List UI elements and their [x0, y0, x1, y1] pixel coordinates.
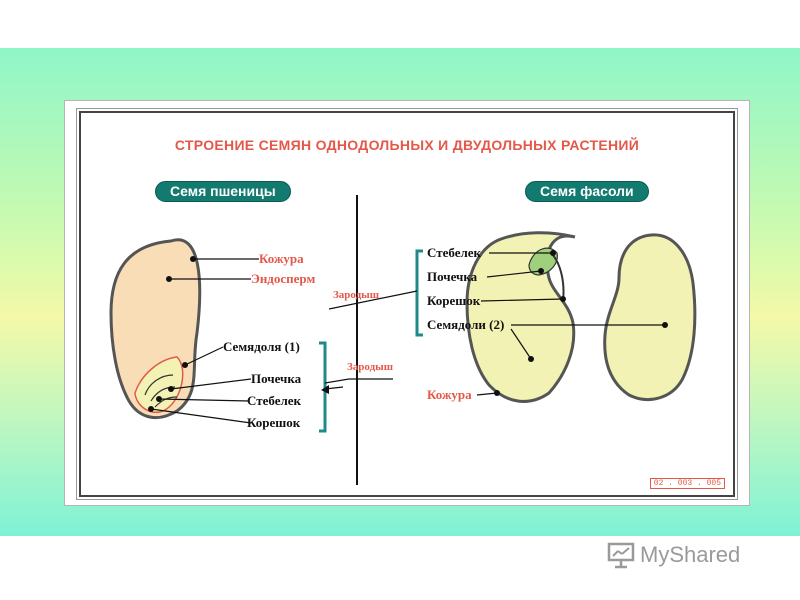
wheat-label-stem: Стебелек	[247, 393, 302, 408]
presentation-board-icon	[607, 542, 635, 569]
wheat-heading: Семя пшеницы	[155, 181, 291, 202]
bean-label-root: Корешок	[427, 293, 481, 308]
wheat-label-endosperm: Эндосперм	[251, 271, 316, 286]
wheat-embryo-label: Зародыш	[347, 361, 394, 373]
bean-label-bud: Почечка	[427, 269, 478, 284]
wheat-label-cotyledon: Семядоля (1)	[223, 339, 300, 354]
bean-label-cotyledons: Семядоли (2)	[427, 317, 505, 332]
poster-frame: СТРОЕНИЕ СЕМЯН ОДНОДОЛЬНЫХ И ДВУДОЛЬНЫХ …	[76, 108, 738, 500]
poster: СТРОЕНИЕ СЕМЯН ОДНОДОЛЬНЫХ И ДВУДОЛЬНЫХ …	[64, 100, 750, 506]
wheat-embryo-bracket	[319, 341, 327, 433]
poster-title: СТРОЕНИЕ СЕМЯН ОДНОДОЛЬНЫХ И ДВУДОЛЬНЫХ …	[174, 137, 640, 153]
bean-seed	[465, 231, 697, 403]
bean-heading: Семя фасоли	[525, 181, 649, 202]
wheat-label-bud: Почечка	[251, 371, 302, 386]
bean-label-husk: Кожура	[427, 387, 472, 402]
seed-diagram	[109, 195, 697, 485]
bean-cotyledon-left	[465, 231, 576, 403]
poster-code: 02 . 003 . 005	[649, 478, 725, 489]
bean-label-stem: Стебелек	[427, 245, 482, 260]
bean-embryo-label: Зародыш	[333, 289, 380, 301]
wheat-label-root: Корешок	[247, 415, 301, 430]
watermark: MyShared	[606, 540, 740, 570]
bean-embryo-bracket	[415, 249, 423, 337]
wheat-label-husk: Кожура	[259, 251, 304, 266]
bean-cotyledon-right	[603, 233, 697, 401]
wheat-seed	[109, 238, 259, 424]
watermark-text: MyShared	[640, 542, 741, 567]
wheat-embryo	[134, 356, 184, 413]
